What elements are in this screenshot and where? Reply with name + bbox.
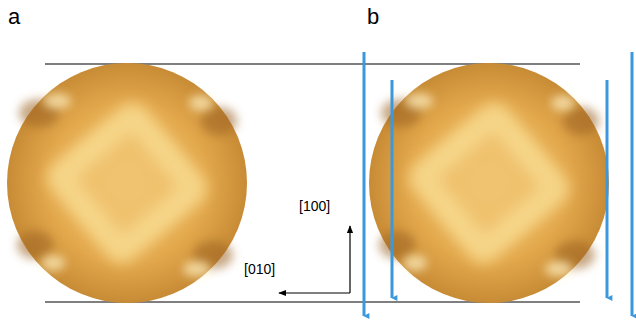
sphere-b xyxy=(369,63,609,303)
panel-letter: a xyxy=(8,6,20,28)
panel-letter: b xyxy=(367,6,379,28)
field-arrows xyxy=(364,52,632,316)
axis-label: [100] xyxy=(298,199,331,213)
axis-label: [010] xyxy=(243,262,276,276)
axis-arrows xyxy=(279,226,350,293)
sphere-a xyxy=(7,63,247,303)
